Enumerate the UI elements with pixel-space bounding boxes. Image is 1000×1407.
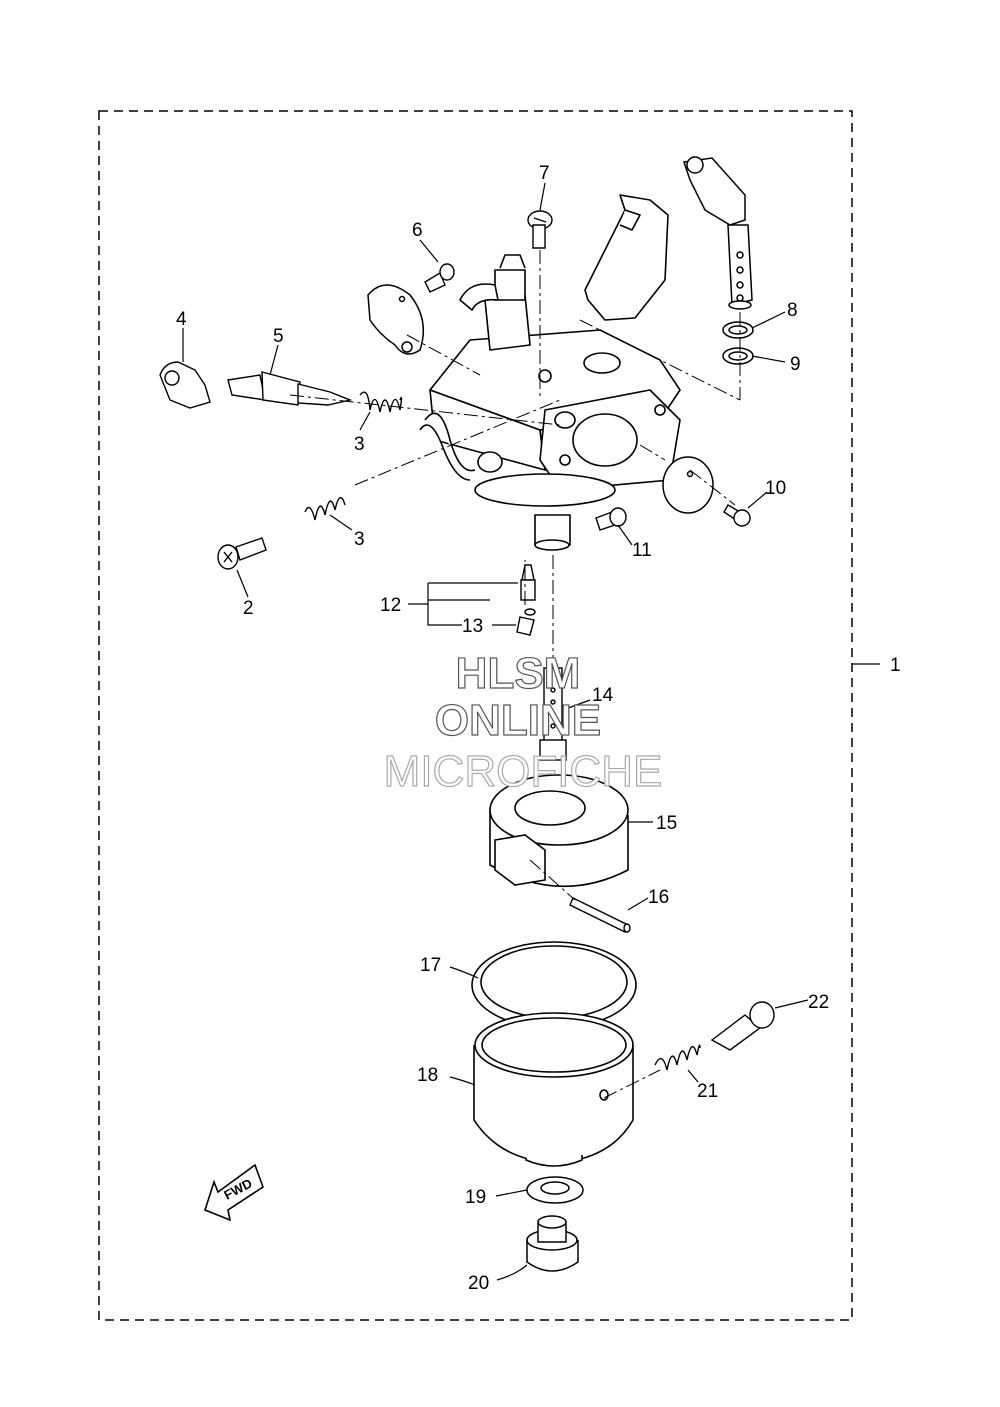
watermark-line-2: ONLINE bbox=[435, 696, 601, 745]
part-label-3-lower: 3 bbox=[354, 529, 365, 550]
part-label-13: 13 bbox=[462, 616, 483, 637]
center-lines bbox=[289, 250, 741, 1099]
watermark-line-3: MICROFICHE bbox=[384, 747, 663, 796]
part-labels: 1 2 3 3 4 5 6 7 8 9 10 11 12 13 14 15 16… bbox=[176, 163, 901, 1294]
part-8-ring bbox=[722, 321, 754, 339]
part-20-drain-plug bbox=[526, 1215, 579, 1272]
assembly-boundary bbox=[98, 110, 853, 1321]
part-10-screw bbox=[723, 504, 751, 527]
part-7-screw bbox=[527, 210, 553, 249]
part-4-cap bbox=[159, 361, 211, 409]
part-13-clip bbox=[516, 608, 536, 636]
part-label-16: 16 bbox=[648, 887, 669, 908]
part-label-1: 1 bbox=[890, 655, 901, 676]
part-16-pin bbox=[569, 897, 631, 933]
part-label-3-upper: 3 bbox=[354, 434, 365, 455]
part-6-screw bbox=[424, 263, 455, 293]
part-9-ring bbox=[722, 347, 754, 365]
part-label-17: 17 bbox=[420, 955, 441, 976]
part-2-screw bbox=[217, 537, 267, 570]
part-label-2: 2 bbox=[243, 598, 254, 619]
part-label-19: 19 bbox=[465, 1187, 486, 1208]
part-label-20: 20 bbox=[468, 1273, 489, 1294]
throttle-lever bbox=[683, 156, 753, 310]
part-15-float bbox=[489, 774, 629, 888]
part-label-11: 11 bbox=[632, 540, 652, 561]
watermark-line-1: HLSM bbox=[456, 649, 581, 698]
part-11-screw bbox=[595, 507, 627, 531]
choke-plate bbox=[367, 284, 425, 355]
part-label-9: 9 bbox=[790, 354, 801, 375]
part-label-8: 8 bbox=[787, 300, 798, 321]
part-label-4: 4 bbox=[176, 309, 187, 330]
fwd-arrow-icon: FWD bbox=[204, 1163, 264, 1222]
part-3-spring-upper bbox=[359, 391, 403, 413]
leader-lines bbox=[182, 182, 809, 1281]
part-14-jet bbox=[539, 667, 567, 761]
part-label-7: 7 bbox=[539, 163, 550, 184]
part-label-15: 15 bbox=[656, 813, 677, 834]
part-label-5: 5 bbox=[273, 326, 284, 347]
part-label-18: 18 bbox=[417, 1065, 438, 1086]
watermark: HLSM ONLINE MICROFICHE bbox=[383, 648, 663, 796]
part-5-needle bbox=[227, 371, 353, 406]
carburetor-body bbox=[419, 194, 681, 551]
part-label-22: 22 bbox=[808, 992, 829, 1013]
part-label-12: 12 bbox=[380, 595, 401, 616]
part-label-21: 21 bbox=[697, 1081, 718, 1102]
part-3-spring-lower bbox=[304, 497, 346, 521]
part-21-spring bbox=[654, 1044, 701, 1071]
part-label-10: 10 bbox=[765, 478, 786, 499]
throttle-plate bbox=[662, 456, 714, 514]
part-12-needle-valve bbox=[520, 564, 536, 601]
part-label-14: 14 bbox=[592, 685, 614, 706]
part-22-screw bbox=[710, 1001, 775, 1051]
part-label-6: 6 bbox=[412, 220, 423, 241]
part-19-washer bbox=[526, 1176, 584, 1204]
part-18-float-bowl bbox=[473, 1012, 634, 1167]
